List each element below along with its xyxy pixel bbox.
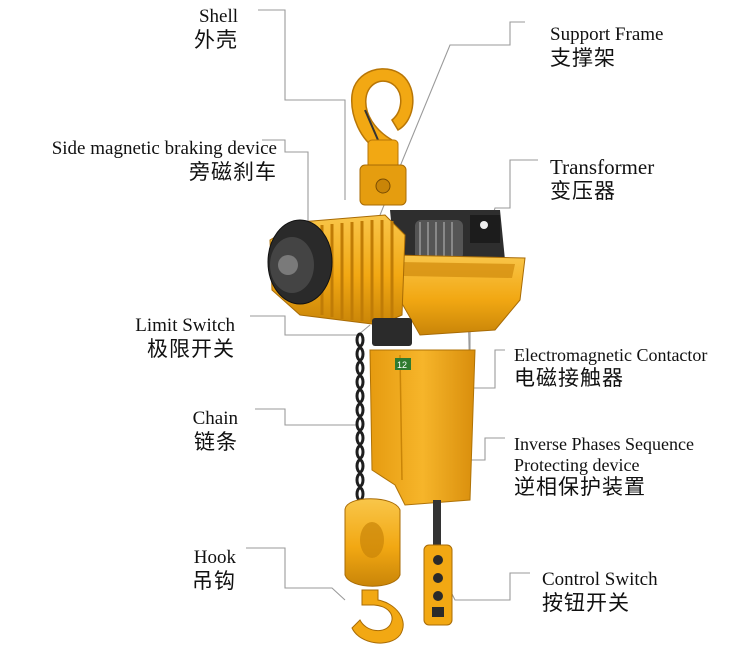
leader-hook (246, 547, 346, 601)
chain (355, 332, 365, 502)
leader-side-brake (262, 139, 309, 230)
label-control-switch: Control Switch 按钮开关 (542, 569, 658, 615)
support-frame (390, 210, 505, 262)
label-hook-en: Hook (193, 547, 236, 568)
label-side-brake-en: Side magnetic braking device (51, 138, 277, 159)
bottom-hook-icon (344, 498, 404, 644)
leader-support (379, 21, 525, 216)
label-transformer-en: Transformer (550, 155, 655, 179)
label-chain-cn: 链条 (194, 429, 238, 454)
label-limit-switch-en: Limit Switch (135, 315, 235, 336)
label-support-frame: Support Frame 支撑架 (550, 24, 663, 70)
label-contactor-en: Electromagnetic Contactor (514, 345, 708, 365)
label-contactor-cn: 电磁接触器 (514, 365, 624, 390)
label-limit-switch: Limit Switch 极限开关 (95, 315, 235, 361)
label-chain-en: Chain (192, 408, 238, 429)
label-shell-en: Shell (198, 6, 238, 27)
label-shell-cn: 外壳 (194, 27, 238, 52)
label-hook-cn: 吊钩 (192, 568, 236, 593)
label-control-switch-cn: 按钮开关 (542, 590, 630, 615)
label-support-frame-cn: 支撑架 (550, 45, 616, 70)
leader-shell (258, 9, 346, 200)
chain-bag-tag: 12 (397, 360, 407, 370)
leader-chain (255, 408, 358, 426)
label-side-brake-cn: 旁磁刹车 (189, 159, 277, 184)
label-control-switch-en: Control Switch (542, 569, 658, 590)
leader-control (449, 572, 530, 601)
label-hook: Hook 吊钩 (150, 547, 236, 593)
label-chain: Chain 链条 (150, 408, 238, 454)
chain-bag: 12 (369, 349, 476, 506)
label-shell: Shell 外壳 (150, 6, 238, 52)
top-hook-icon (351, 68, 414, 206)
leader-limit (250, 315, 371, 336)
label-limit-switch-cn: 极限开关 (147, 336, 235, 361)
label-inverse-phase: Inverse Phases Sequence Protecting devic… (514, 434, 694, 500)
motor-shell (267, 214, 406, 326)
limit-switch (372, 318, 412, 346)
label-inverse-phase-en2: Protecting device (514, 454, 640, 475)
label-transformer-cn: 变压器 (550, 179, 616, 204)
label-inverse-phase-en1: Inverse Phases Sequence (514, 434, 694, 454)
label-contactor: Electromagnetic Contactor 电磁接触器 (514, 345, 707, 390)
label-support-frame-en: Support Frame (550, 24, 664, 45)
label-inverse-phase-cn: 逆相保护装置 (514, 475, 646, 500)
label-side-brake: Side magnetic braking device 旁磁刹车 (5, 138, 277, 184)
pendant-control-icon (423, 500, 453, 626)
label-transformer: Transformer 变压器 (550, 155, 654, 203)
